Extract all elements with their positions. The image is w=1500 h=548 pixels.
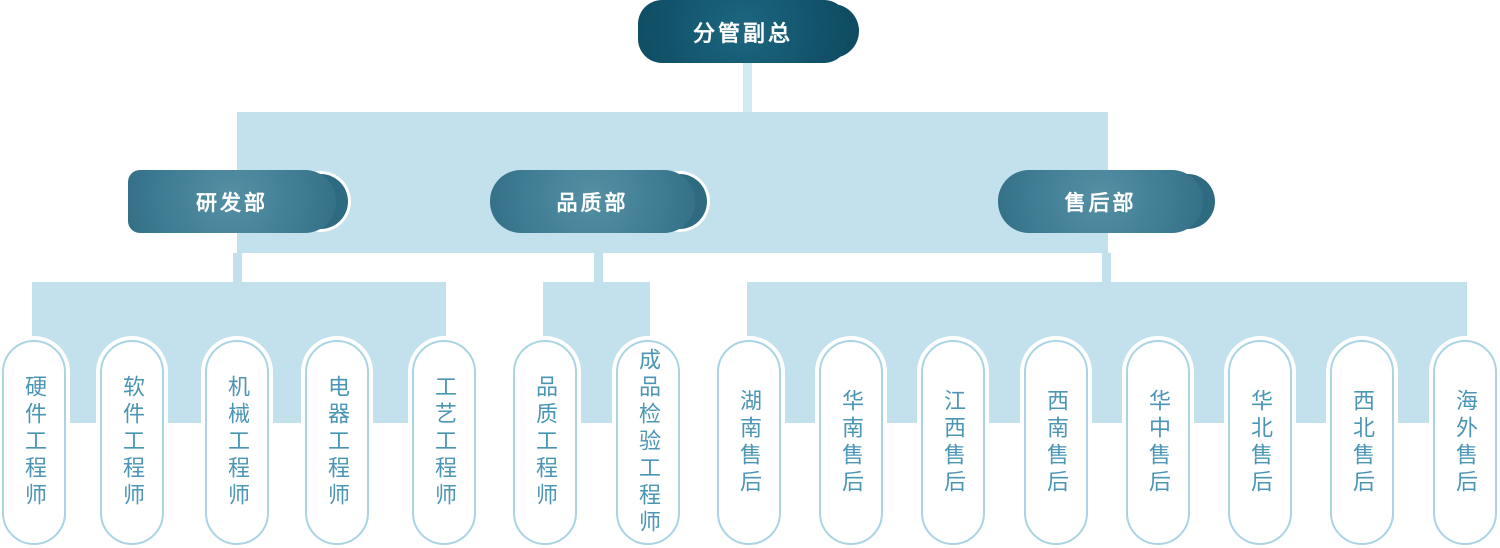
- position-capsule: 华中售后: [1126, 340, 1190, 545]
- position-label: 西南售后: [1044, 388, 1069, 497]
- connector-line-department: [594, 253, 603, 282]
- position-capsule: 华北售后: [1228, 340, 1292, 545]
- root-node: 分管副总: [638, 0, 859, 63]
- position-label: 硬件工程师: [22, 375, 47, 510]
- position-label: 华中售后: [1146, 388, 1171, 497]
- root-node-label: 分管副总: [692, 20, 793, 46]
- position-label: 西北售后: [1350, 388, 1375, 497]
- department-pill-body: 售后部: [998, 170, 1203, 233]
- position-capsule: 江西售后: [921, 340, 985, 545]
- position-capsule: 机械工程师: [205, 340, 269, 545]
- position-capsule: 工艺工程师: [412, 340, 476, 545]
- department-pill-label: 品质部: [556, 191, 629, 215]
- position-capsule: 湖南售后: [717, 340, 781, 545]
- position-label: 湖南售后: [737, 388, 762, 497]
- department-pill: 品质部: [490, 170, 707, 233]
- position-capsule: 海外售后: [1433, 340, 1497, 545]
- position-capsule: 软件工程师: [100, 340, 164, 545]
- position-label: 华北售后: [1248, 388, 1273, 497]
- position-label: 电器工程师: [325, 375, 350, 510]
- connector-line-department: [1102, 253, 1111, 282]
- position-capsule: 硬件工程师: [2, 340, 66, 545]
- department-pill-label: 售后部: [1064, 191, 1137, 215]
- position-capsule: 西南售后: [1024, 340, 1088, 545]
- position-label: 海外售后: [1453, 388, 1478, 497]
- connector-line-root: [743, 63, 752, 112]
- position-label: 华南售后: [839, 388, 864, 497]
- position-label: 机械工程师: [225, 375, 250, 510]
- position-label: 工艺工程师: [432, 375, 457, 510]
- position-capsule: 西北售后: [1330, 340, 1394, 545]
- root-node-body: 分管副总: [638, 0, 848, 63]
- department-pill-body: 品质部: [490, 170, 695, 233]
- position-label: 软件工程师: [120, 375, 145, 510]
- department-pill-label: 研发部: [196, 191, 268, 215]
- connector-line-department: [233, 253, 242, 282]
- position-label: 品质工程师: [533, 375, 558, 510]
- position-capsule: 成品检验工程师: [616, 340, 680, 545]
- department-pill: 售后部: [998, 170, 1215, 233]
- position-capsule: 品质工程师: [513, 340, 577, 545]
- department-pill-body: 研发部: [128, 170, 336, 233]
- position-capsule: 华南售后: [819, 340, 883, 545]
- position-capsule: 电器工程师: [305, 340, 369, 545]
- position-label: 成品检验工程师: [636, 348, 661, 537]
- department-pill: 研发部: [128, 170, 348, 233]
- position-label: 江西售后: [941, 388, 966, 497]
